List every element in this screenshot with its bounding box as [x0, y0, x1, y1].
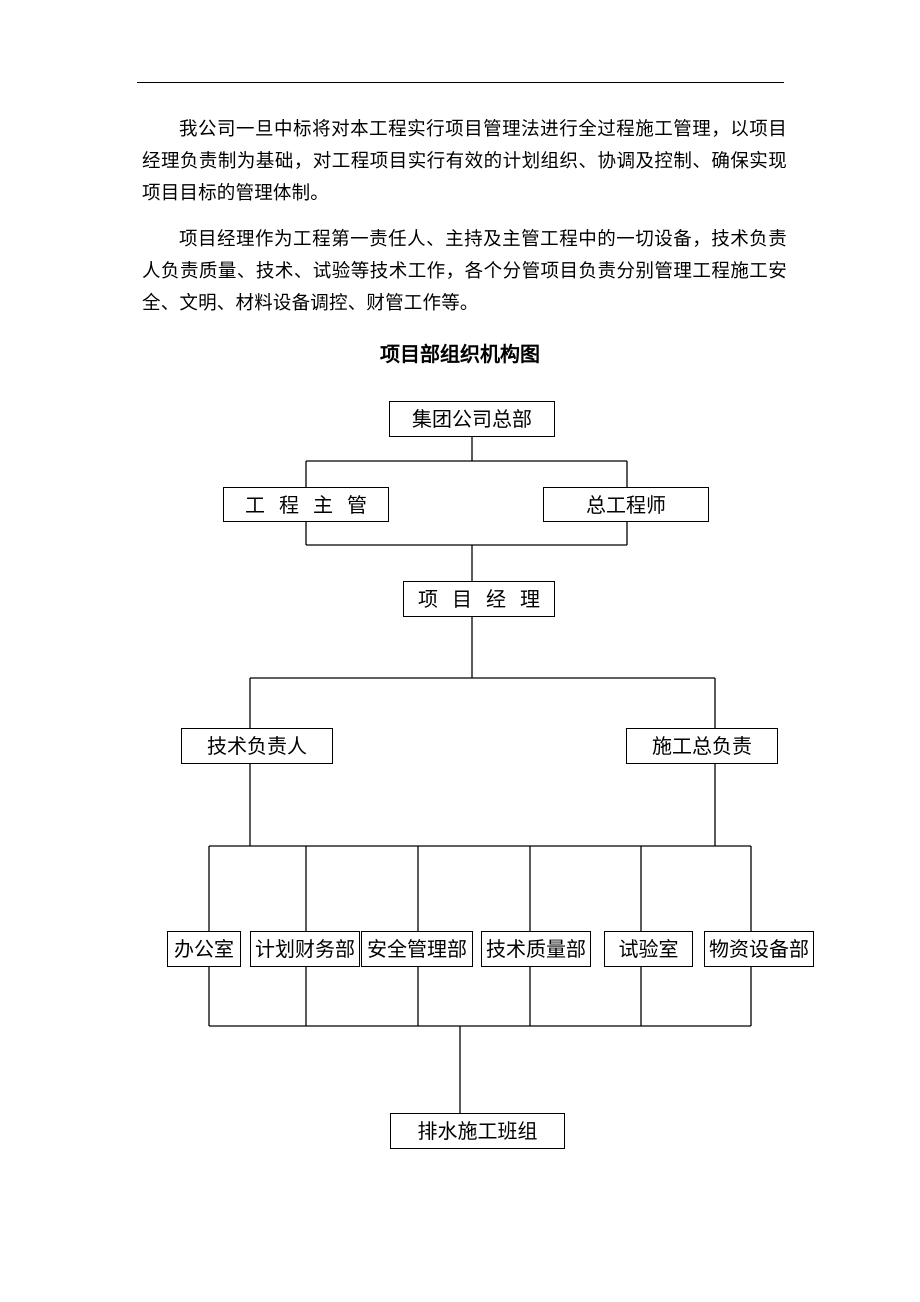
node-chief-engineer: 总工程师 — [543, 487, 709, 522]
diagram-title: 项目部组织机构图 — [380, 342, 540, 366]
node-materials-equipment: 物资设备部 — [704, 931, 814, 967]
node-technical-quality: 技术质量部 — [481, 931, 591, 967]
node-test-lab: 试验室 — [604, 931, 693, 967]
paragraph-1: 我公司一旦中标将对本工程实行项目管理法进行全过程施工管理，以项目经理负责制为基础… — [142, 119, 787, 204]
node-technical-lead: 技术负责人 — [181, 728, 333, 764]
node-drainage-team: 排水施工班组 — [390, 1113, 565, 1149]
node-engineering-head: 工程主管 — [223, 487, 389, 522]
node-project-manager: 项目经理 — [403, 581, 555, 617]
node-group-headquarters: 集团公司总部 — [389, 401, 555, 437]
node-construction-lead: 施工总负责 — [626, 728, 778, 764]
paragraph-2: 项目经理作为工程第一责任人、主持及主管工程中的一切设备，技术负责人负责质量、技术… — [142, 229, 787, 314]
node-planning-finance: 计划财务部 — [250, 931, 360, 967]
header-rule — [137, 82, 784, 83]
node-safety-management: 安全管理部 — [361, 931, 473, 967]
node-office: 办公室 — [167, 931, 241, 967]
